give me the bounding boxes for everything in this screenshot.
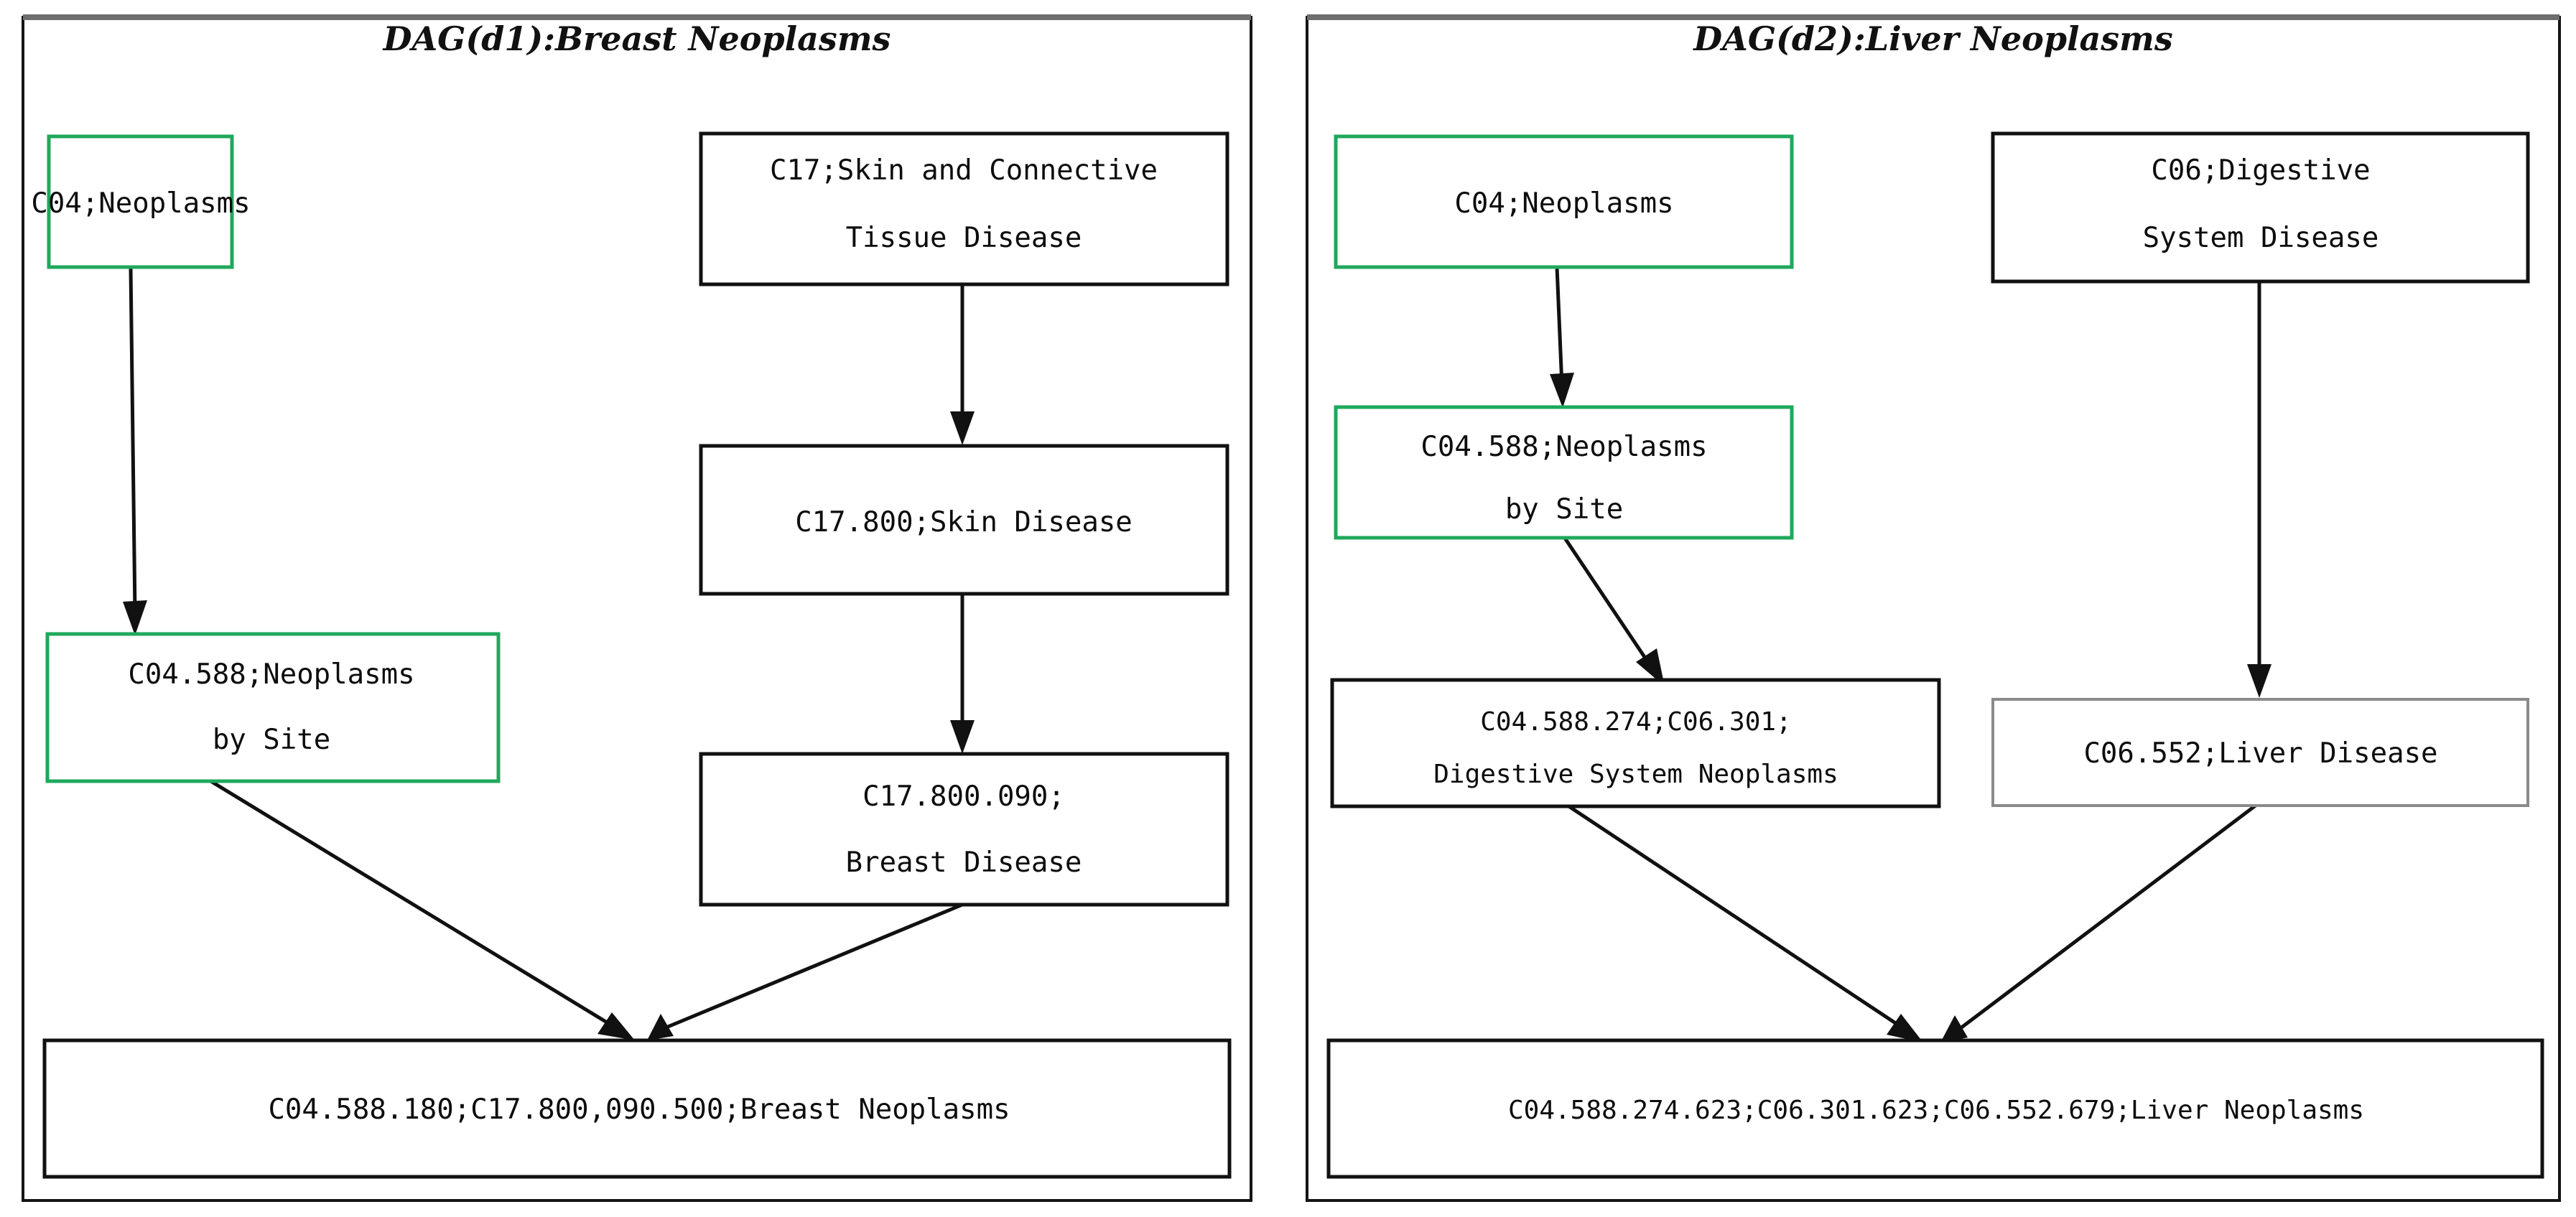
- node-d2-c04588-label-line1: C04.588;Neoplasms: [1420, 431, 1707, 463]
- node-d1-c17800-label-line1: C17.800;Skin Disease: [795, 506, 1133, 538]
- node-d2-c04588[interactable]: C04.588;Neoplasms by Site: [1334, 405, 1794, 540]
- node-d1-target-label-line1: C04.588.180;C17.800,090.500;Breast Neopl…: [268, 1094, 1010, 1126]
- node-d2-c06[interactable]: C06;Digestive System Disease: [1991, 131, 2530, 284]
- node-d1-c04588-label-line1: C04.588;Neoplasms: [128, 658, 414, 691]
- node-d1-target[interactable]: C04.588.180;C17.800,090.500;Breast Neopl…: [42, 1038, 1232, 1179]
- edge-c04-to-c04588-arrowhead: [123, 600, 147, 635]
- edge-d2-c04588274-to-target-arrowhead: [1887, 1014, 1923, 1043]
- node-d1-c17[interactable]: C17;Skin and Connective Tissue Disease: [699, 131, 1229, 286]
- node-d2-c04588-label-line2: by Site: [1505, 493, 1623, 526]
- node-d2-target-label-line1: C04.588.274.623;C06.301.623;C06.552.679;…: [1508, 1096, 2364, 1125]
- node-d1-c04588-label-line2: by Site: [213, 724, 330, 756]
- edge-d2-c04588-to-c04588274: [1562, 536, 1654, 669]
- panel-d2-edges: [1550, 266, 2272, 1043]
- node-d1-c17800090-label-line2: Breast Disease: [846, 847, 1082, 879]
- node-d2-c04[interactable]: C04;Neoplasms: [1334, 134, 1794, 269]
- node-d1-c17800090-box[interactable]: [699, 752, 1229, 907]
- node-d2-c04588-box[interactable]: [1334, 405, 1794, 540]
- edge-c17800090-to-target: [667, 903, 963, 1029]
- edge-c17800090-to-target-arrowhead: [647, 1014, 674, 1040]
- panel-d2-title: DAG(d2):Liver Neoplasms: [1692, 19, 2173, 58]
- node-d2-target[interactable]: C04.588.274.623;C06.301.623;C06.552.679;…: [1326, 1038, 2544, 1179]
- edge-d2-c04588274-to-target: [1564, 802, 1905, 1030]
- node-d1-c17800090[interactable]: C17.800.090; Breast Disease: [699, 752, 1229, 907]
- node-d1-c04588[interactable]: C04.588;Neoplasms by Site: [45, 632, 501, 783]
- node-d2-target-box[interactable]: [1326, 1038, 2544, 1179]
- node-d2-c04588274-label-line1: C04.588.274;C06.301;: [1480, 707, 1791, 737]
- node-d1-target-box[interactable]: [42, 1038, 1232, 1179]
- node-d1-c04588-box[interactable]: [45, 632, 501, 783]
- node-d1-c17-box[interactable]: [699, 131, 1229, 286]
- node-d1-c17800090-label-line1: C17.800.090;: [862, 780, 1065, 813]
- node-d1-c04-box[interactable]: [47, 134, 234, 269]
- edge-d2-c04-to-c04588: [1555, 266, 1564, 387]
- node-d2-c04588274-label-line2: Digestive System Neoplasms: [1433, 760, 1838, 789]
- node-d2-c04588274[interactable]: C04.588.274;C06.301; Digestive System Ne…: [1330, 678, 1941, 808]
- edge-d2-c06552-to-target-arrowhead: [1940, 1015, 1968, 1043]
- node-d2-c06552-box[interactable]: [1991, 698, 2529, 807]
- node-d2-c06-box[interactable]: [1991, 131, 2530, 284]
- edge-d2-c04-to-c04588-arrowhead: [1550, 373, 1574, 408]
- panel-d2: DAG(d2):Liver Neoplasms: [1306, 14, 2561, 1202]
- node-d2-c06552[interactable]: C06.552;Liver Disease: [1991, 698, 2529, 807]
- panel-d1-edges: [123, 268, 975, 1040]
- node-d2-c04-label-line1: C04;Neoplasms: [1454, 187, 1673, 220]
- edge-c04588-to-target-arrowhead: [597, 1012, 635, 1040]
- node-d1-c17-label-line2: Tissue Disease: [846, 222, 1082, 254]
- edge-d2-c06552-to-target: [1959, 801, 2261, 1030]
- panel-d1-title: DAG(d1):Breast Neoplasms: [382, 19, 891, 58]
- edge-d2-c06-to-c06552-arrowhead: [2247, 664, 2272, 698]
- node-d1-c04-label-line1: C04;Neoplasms: [31, 187, 250, 220]
- edge-c04-to-c04588: [129, 268, 137, 615]
- node-d1-c04[interactable]: C04;Neoplasms: [31, 134, 251, 269]
- edge-c17800-to-c17800090-arrowhead: [950, 720, 975, 754]
- panel-d1: DAG(d1):Breast Neoplasms: [22, 14, 1252, 1202]
- edge-c17-to-c17800-arrowhead: [950, 411, 975, 445]
- node-d1-c17-label-line1: C17;Skin and Connective: [770, 154, 1158, 187]
- node-d2-c06-label-line2: System Disease: [2143, 222, 2379, 254]
- node-d1-c17800-box[interactable]: [699, 444, 1229, 596]
- node-d2-c04-box[interactable]: [1334, 134, 1794, 269]
- node-d2-c04588274-box[interactable]: [1330, 678, 1941, 808]
- node-d2-c06552-label-line1: C06.552;Liver Disease: [2083, 737, 2437, 770]
- edge-d2-c04588-to-c04588274-arrowhead: [1636, 648, 1665, 686]
- node-d2-c06-label-line1: C06;Digestive: [2151, 154, 2370, 187]
- edge-c04588-to-target: [135, 734, 615, 1029]
- node-d1-c17800[interactable]: C17.800;Skin Disease: [699, 444, 1229, 596]
